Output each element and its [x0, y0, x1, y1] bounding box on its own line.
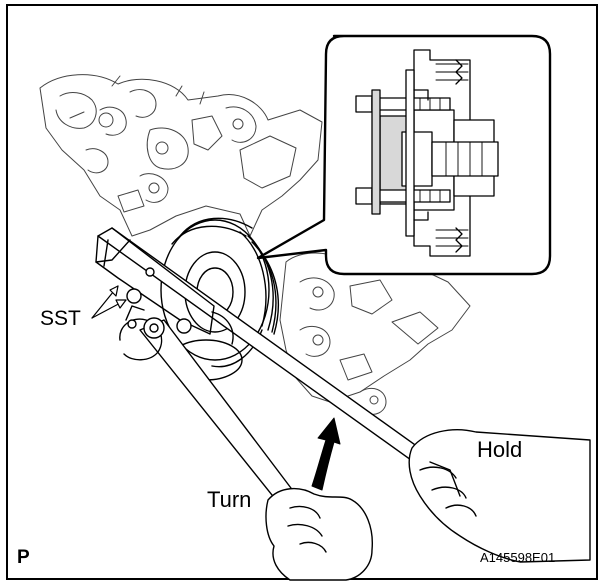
curved-arrow-icon [311, 417, 341, 491]
figure-code: A145598E01 [480, 550, 556, 565]
left-hand-turning [265, 487, 373, 581]
sst-leaders [91, 285, 127, 319]
right-hand-holding [408, 429, 591, 563]
sst-label: SST [40, 307, 81, 330]
corner-mark: P [17, 547, 30, 568]
inset-pulley-section [355, 49, 499, 257]
hold-label: Hold [477, 437, 523, 462]
turn-label: Turn [207, 487, 252, 512]
turning-wrench [119, 305, 301, 511]
